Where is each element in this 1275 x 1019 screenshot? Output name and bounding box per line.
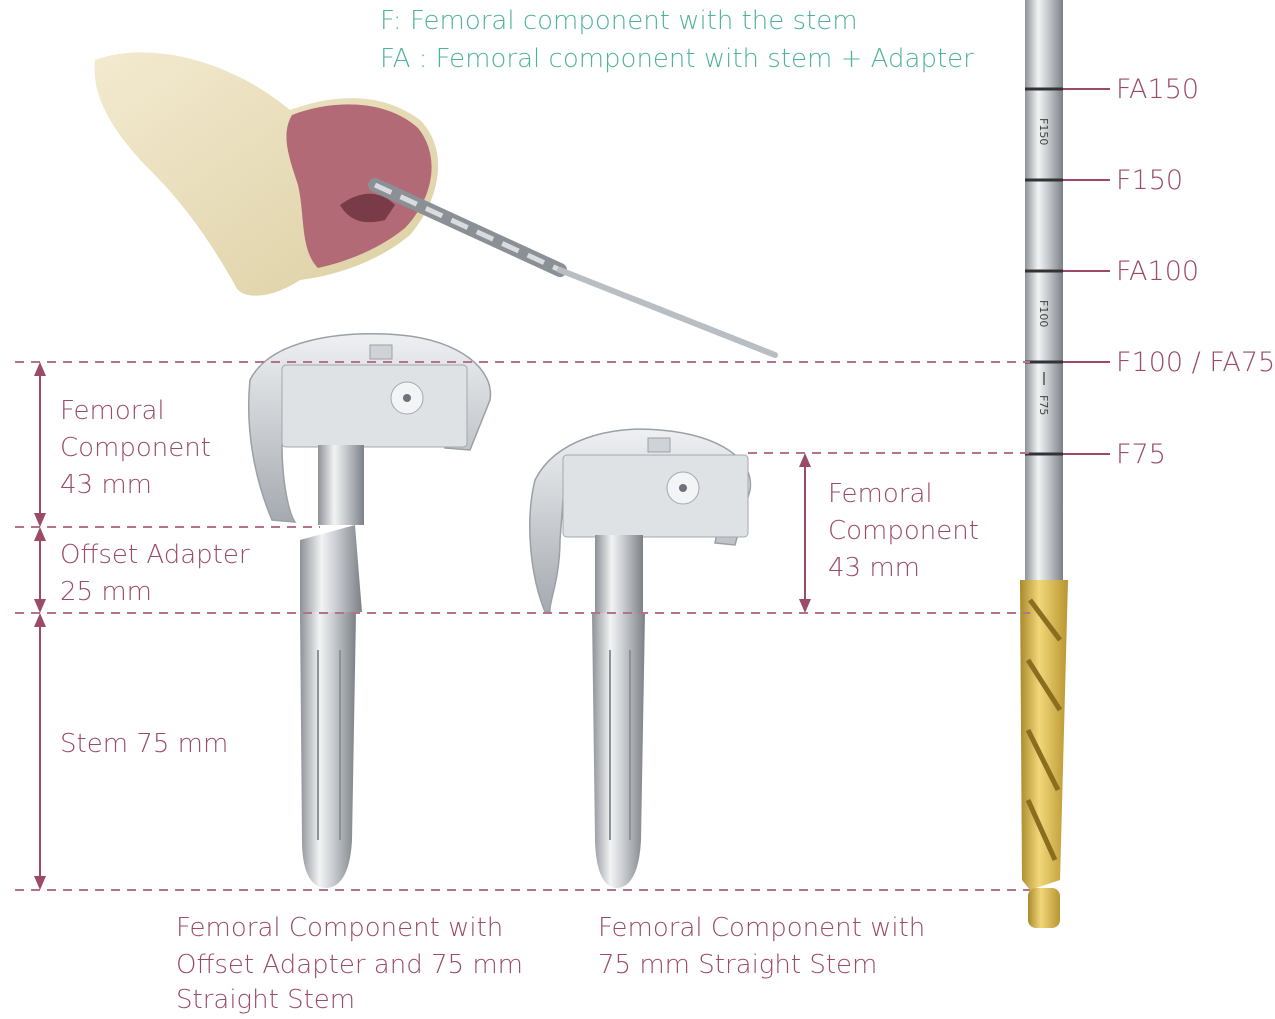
- bone-illustration: [94, 52, 438, 295]
- right-femoral-line1: Femoral: [828, 476, 933, 513]
- mark-f75: F75: [1116, 436, 1166, 473]
- drill-wire: [375, 185, 775, 355]
- engraving-f150: F150: [1037, 118, 1050, 145]
- mark-fa100: FA100: [1116, 253, 1199, 290]
- drill-tick-lines: [1063, 89, 1110, 454]
- mark-f100-fa75: F100 / FA75: [1116, 344, 1275, 381]
- mark-f150: F150: [1116, 162, 1183, 199]
- left-stem-label: Stem 75 mm: [60, 726, 228, 763]
- left-adapter-line1: Offset Adapter: [60, 537, 250, 574]
- caption-left-line1: Femoral Component with: [176, 910, 503, 947]
- right-femoral-line3: 43 mm: [828, 550, 920, 587]
- caption-left-line3: Straight Stem: [176, 982, 355, 1019]
- implant-straight-stem: [530, 429, 751, 888]
- left-femoral-line3: 43 mm: [60, 467, 152, 504]
- legend-fa: FA : Femoral component with stem + Adapt…: [380, 40, 974, 78]
- caption-right-line2: 75 mm Straight Stem: [598, 947, 877, 984]
- left-femoral-line2: Component: [60, 430, 211, 467]
- right-femoral-line2: Component: [828, 513, 979, 550]
- mark-fa150: FA150: [1116, 71, 1199, 108]
- legend-f: F: Femoral component with the stem: [380, 2, 858, 40]
- left-adapter-line2: 25 mm: [60, 574, 152, 611]
- caption-right-line1: Femoral Component with: [598, 910, 925, 947]
- implant-with-adapter: [249, 334, 491, 888]
- engraving-f100: F100: [1037, 300, 1050, 327]
- caption-left-line2: Offset Adapter and 75 mm: [176, 947, 523, 984]
- left-femoral-line1: Femoral: [60, 393, 165, 430]
- engraving-f75: F75: [1037, 395, 1050, 415]
